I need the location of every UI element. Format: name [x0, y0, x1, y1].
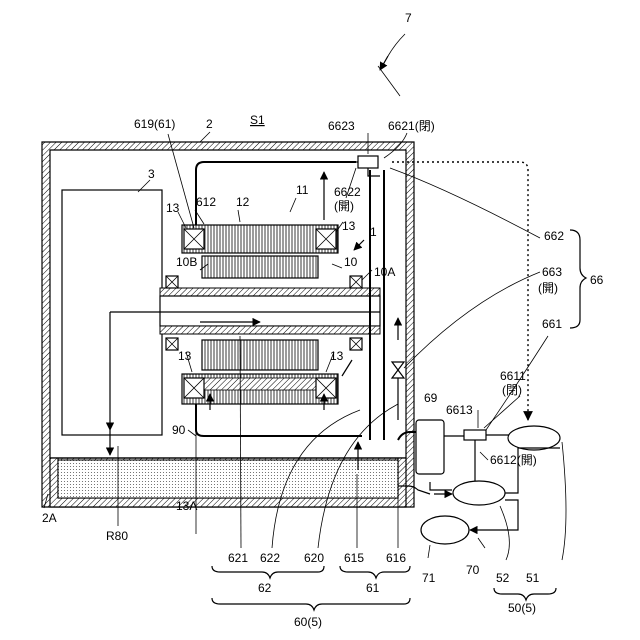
- label-90: 90: [172, 423, 186, 437]
- label-51: 51: [526, 571, 540, 585]
- label-6611-state: (閉): [502, 383, 522, 397]
- label-11: 11: [296, 183, 309, 197]
- label-621: 621: [228, 551, 248, 565]
- label-1: 1: [370, 225, 377, 239]
- cooler-51: [508, 426, 560, 450]
- rotor-upper: [202, 256, 318, 278]
- label-619: 619(61): [134, 117, 175, 131]
- pump-52: [453, 481, 505, 505]
- tank-69: [416, 420, 444, 474]
- label-70: 70: [466, 563, 480, 577]
- label-615: 615: [344, 551, 364, 565]
- label-661: 661: [542, 317, 562, 331]
- label-616: 616: [386, 551, 406, 565]
- label-r80: R80: [106, 529, 128, 543]
- label-13-lower-left: 13: [178, 349, 192, 363]
- motor-71: [421, 516, 469, 544]
- label-6613: 6613: [446, 403, 473, 417]
- label-3: 3: [148, 167, 155, 181]
- label-622: 622: [260, 551, 280, 565]
- label-10b: 10B: [176, 255, 197, 269]
- label-10a: 10A: [374, 265, 395, 279]
- label-13-upper-left: 13: [166, 201, 180, 215]
- label-6622: 6622: [334, 185, 361, 199]
- label-60: 60(5): [294, 615, 322, 629]
- label-12: 12: [236, 195, 250, 209]
- label-620: 620: [304, 551, 324, 565]
- stator-upper: [182, 225, 338, 253]
- label-13-lower-right: 13: [330, 349, 344, 363]
- label-662: 662: [544, 229, 564, 243]
- label-6621: 6621(閉): [388, 119, 435, 133]
- label-6611: 6611: [500, 369, 526, 383]
- rotor-lower: [202, 340, 318, 370]
- label-71: 71: [422, 571, 436, 585]
- label-663-state: (開): [538, 281, 558, 295]
- label-50: 50(5): [508, 601, 536, 615]
- label-663: 663: [542, 265, 562, 279]
- label-52: 52: [496, 571, 510, 585]
- external-circuit: [398, 420, 560, 544]
- label-10: 10: [344, 255, 358, 269]
- label-6622-state: (開): [334, 199, 354, 213]
- label-69: 69: [424, 391, 438, 405]
- label-13a: 13A: [176, 499, 197, 513]
- label-66: 66: [590, 273, 604, 287]
- label-62: 62: [258, 581, 272, 595]
- label-6623: 6623: [328, 119, 355, 133]
- label-61: 61: [366, 581, 380, 595]
- label-2: 2: [206, 117, 213, 131]
- label-2a: 2A: [42, 511, 57, 525]
- label-fig-no: 7: [405, 11, 412, 25]
- rotor-shaft: [160, 288, 380, 334]
- label-6612: 6612(開): [490, 453, 537, 467]
- label-13-upper-right: 13: [342, 219, 356, 233]
- label-s1: S1: [250, 113, 265, 127]
- oil-reservoir: [58, 460, 398, 498]
- label-612: 612: [196, 195, 216, 209]
- stator-lower: [182, 374, 338, 404]
